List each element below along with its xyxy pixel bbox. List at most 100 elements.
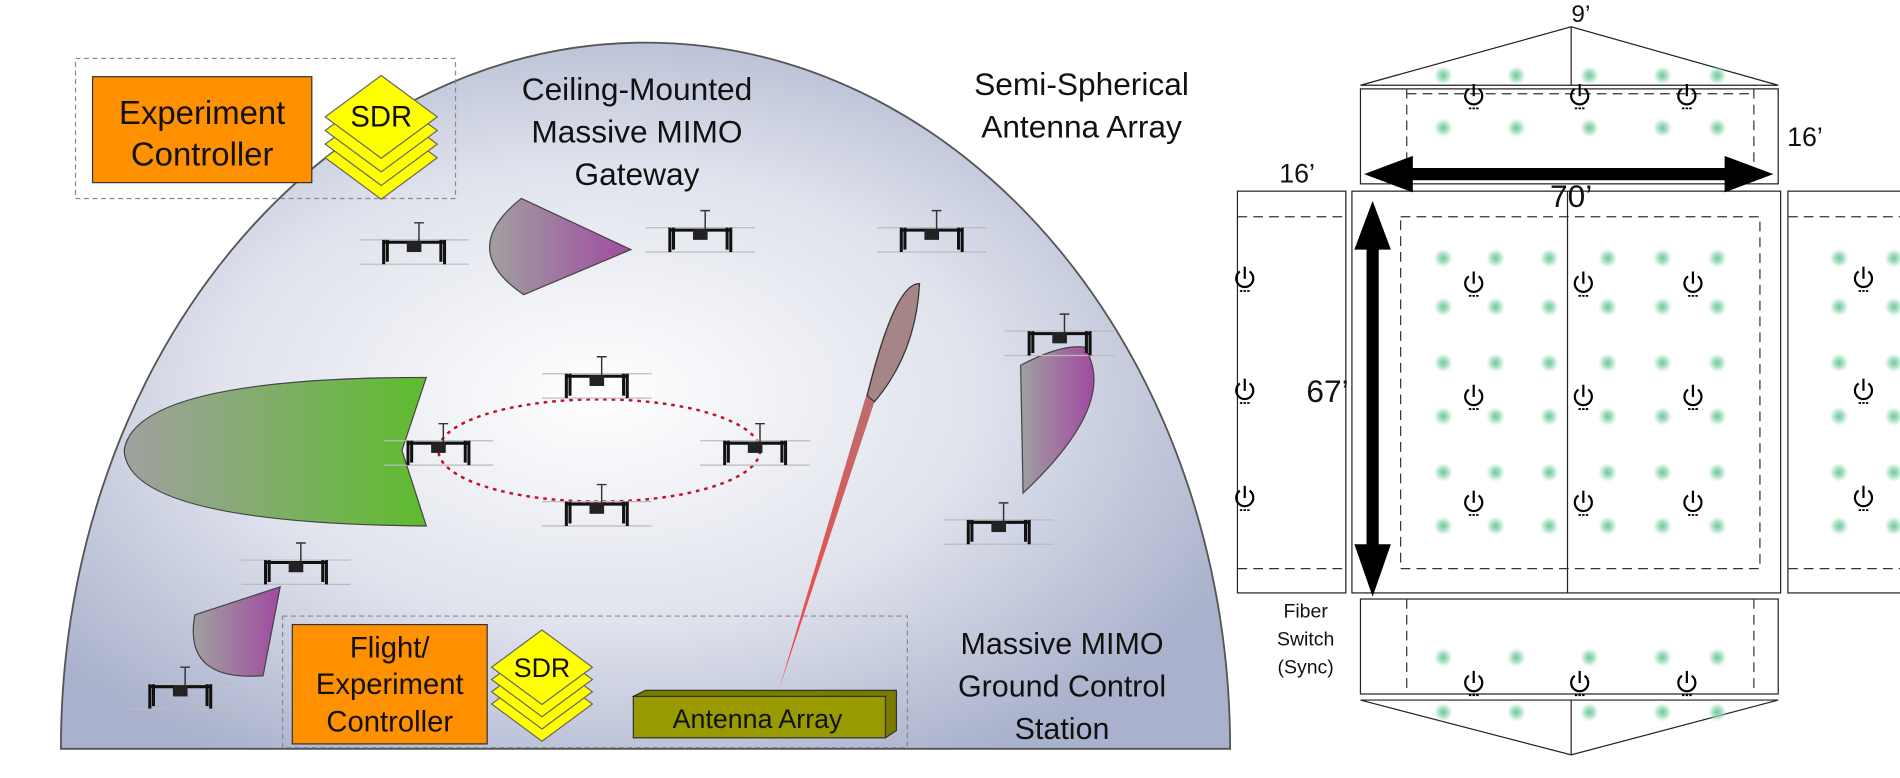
dim-left-label: 16’ — [1279, 159, 1315, 189]
array-label-2: Antenna Array — [981, 109, 1182, 145]
drone-icon — [541, 483, 652, 527]
dashed-guides — [1237, 88, 1900, 694]
antenna-element-icon — [1829, 516, 1849, 536]
ceiling-triangle-bottom — [1360, 699, 1779, 756]
drone-icon — [645, 209, 756, 253]
antenna-element-icon — [1433, 702, 1454, 722]
panel-bottom — [1359, 598, 1779, 695]
antenna-element-icon — [1829, 406, 1849, 427]
antenna-array-box-label: Antenna Array — [673, 704, 843, 734]
power-node-icon — [1853, 485, 1874, 512]
antenna-element-icon — [1539, 462, 1559, 483]
antenna-element-icon — [1539, 406, 1559, 427]
panel-right — [1787, 190, 1900, 594]
antenna-element-icon — [1539, 297, 1559, 317]
dim-top-right-label: 16’ — [1787, 122, 1823, 152]
antenna-element-icon — [1597, 297, 1618, 317]
panel-top — [1359, 88, 1779, 185]
antenna-element-icon — [1829, 462, 1849, 483]
antenna-element-icon — [1884, 353, 1900, 373]
antenna-element-icon — [1597, 406, 1618, 427]
antenna-element-icon — [1433, 462, 1454, 483]
experiment-controller-box — [91, 76, 313, 184]
sdr-label-top: SDR — [350, 102, 412, 134]
array-label-1: Semi-Spherical — [974, 66, 1189, 102]
dim-width-label: 70’ — [1550, 178, 1592, 214]
antenna-element-icon — [1433, 647, 1454, 668]
flight-controller-box — [291, 623, 488, 745]
drone-icon — [125, 666, 236, 710]
power-node-icon — [1464, 490, 1484, 516]
drone-icon — [700, 422, 810, 466]
height-double-arrow — [1354, 200, 1391, 597]
antenna-element-icon — [1829, 353, 1849, 373]
green-beam — [123, 376, 428, 527]
semi-spherical-dome — [59, 41, 1232, 750]
ground-station-label-3: Station — [1015, 712, 1110, 746]
antenna-element-icon — [1707, 516, 1728, 536]
flight-controller-label-2: Experiment — [316, 669, 464, 701]
power-node-icon — [1677, 84, 1697, 110]
power-node-icon — [1235, 378, 1255, 404]
antenna-element-icon — [1433, 297, 1454, 317]
antenna-element-icon — [1539, 248, 1559, 268]
antenna-element-icon — [1539, 353, 1559, 373]
antenna-element-icon — [1707, 462, 1728, 483]
antenna-element-icon — [1579, 118, 1600, 138]
antenna-element-icon — [1597, 353, 1618, 373]
antenna-element-icon — [1652, 297, 1673, 317]
power-node-icon — [1464, 384, 1484, 411]
antenna-element-icon — [1433, 65, 1454, 86]
antenna-element-icon — [1433, 406, 1454, 427]
ground-station-label-2: Ground Control — [958, 669, 1166, 703]
purple-beam-low — [192, 585, 281, 677]
flight-controller-label-1: Flight/ — [350, 632, 430, 664]
drone-icon — [241, 542, 351, 586]
experiment-controller-label-1: Experiment — [119, 94, 285, 131]
antenna-element-icon — [1433, 353, 1454, 373]
antenna-element-icon — [1433, 248, 1454, 268]
power-node-icon — [1464, 271, 1484, 297]
antenna-element-icon — [1707, 647, 1728, 668]
antenna-element-icon — [1539, 516, 1559, 536]
power-node-icon — [1683, 384, 1703, 411]
gateway-label-1: Ceiling-Mounted — [522, 71, 753, 107]
power-node-icon — [1464, 670, 1484, 697]
antenna-element-icon — [1707, 353, 1728, 373]
drone-icon — [359, 222, 469, 265]
antenna-element-icon — [1884, 406, 1900, 427]
antenna-element-icon — [1707, 297, 1728, 317]
antenna-element-icon — [1884, 248, 1900, 268]
experiment-controller-label-2: Controller — [131, 136, 274, 173]
antenna-element-icon — [1485, 353, 1506, 373]
antenna-element-icon — [1652, 118, 1673, 138]
antenna-element-icon — [1579, 65, 1600, 86]
power-node-icon — [1573, 490, 1593, 516]
antenna-element-icon — [1884, 516, 1900, 536]
antenna-element-icon — [1652, 462, 1673, 483]
fiber-switch-label-1: Fiber — [1283, 600, 1328, 622]
ground-station-label-1: Massive MIMO — [961, 627, 1164, 661]
antenna-element-icon — [1485, 248, 1506, 268]
antenna-element-icon — [1579, 702, 1600, 722]
sdr-label-bottom: SDR — [514, 653, 571, 683]
power-node-icon — [1683, 271, 1703, 297]
floor-plan — [1236, 26, 1900, 756]
antenna-element-icon — [1652, 702, 1673, 722]
flight-controller-label-3: Controller — [326, 707, 453, 739]
antenna-element-icon — [1652, 353, 1673, 373]
power-node-icon — [1235, 485, 1255, 512]
antenna-element-icon — [1707, 406, 1728, 427]
power-node-icon — [1464, 84, 1484, 110]
power-node-icon — [1235, 266, 1255, 292]
antenna-element-icon — [1707, 702, 1728, 722]
antenna-element-icon — [1579, 647, 1600, 668]
antenna-element-icon — [1597, 462, 1618, 483]
antenna-element-icon — [1884, 297, 1900, 317]
gateway-label-2: Massive MIMO — [531, 113, 742, 149]
antenna-element-icon — [1597, 516, 1618, 536]
dim-top-label: 9’ — [1571, 1, 1590, 28]
sdr-stack-icon — [324, 74, 439, 200]
power-node-icon — [1573, 384, 1593, 411]
antenna-element-icon — [1707, 65, 1728, 86]
